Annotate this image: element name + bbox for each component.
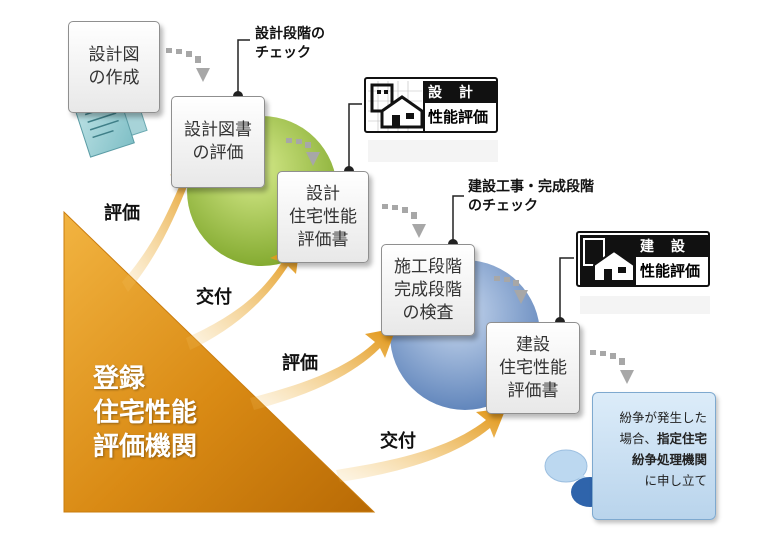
design-check-line2: チェック <box>255 45 311 61</box>
design-drawing-line1: 設計図 <box>88 45 140 65</box>
house-grid-icon <box>368 81 496 131</box>
dispute-resolution-box: 紛争が発生した 場合、指定住宅 紛争処理機関 に申し立て <box>592 392 716 520</box>
construction-check-line1: 建設工事・完成段階 <box>468 179 594 195</box>
construction-inspection-line2: 完成段階 <box>394 279 462 300</box>
design-report-line3: 評価書 <box>297 229 349 250</box>
design-report-line2: 住宅性能 <box>289 206 357 227</box>
delivery-label-2: 交付 <box>380 431 416 452</box>
construction-badge-top: 建 設 <box>640 239 691 255</box>
design-badge-top: 設 計 <box>428 85 479 101</box>
dispute-line3: 紛争処理機関 <box>631 452 707 467</box>
construction-inspection-line1: 施工段階 <box>394 256 462 277</box>
design-drawing-box: 設計図 の作成 <box>68 21 160 113</box>
design-evaluation-line1: 設計図書 <box>184 120 252 140</box>
design-check-line1: 設計段階の <box>255 26 325 42</box>
registry-line1: 登録 <box>93 364 146 394</box>
registry-line3: 評価機関 <box>93 432 198 462</box>
delivery-label-1: 交付 <box>196 287 232 308</box>
design-evaluation-line2: の評価 <box>192 143 244 163</box>
callout-lines <box>237 39 574 322</box>
construction-inspection-box: 施工段階 完成段階 の検査 <box>381 244 475 336</box>
dispute-line2b: 指定住宅 <box>656 431 707 446</box>
evaluation-label-1: 評価 <box>104 203 140 224</box>
registry-organization-label: 登録 住宅性能 評価機関 <box>93 362 197 464</box>
registry-line2: 住宅性能 <box>93 398 198 428</box>
construction-report-line1: 建設 <box>516 334 550 355</box>
design-report-box: 設計 住宅性能 評価書 <box>277 171 369 263</box>
construction-report-line3: 評価書 <box>507 380 559 401</box>
design-drawing-line2: の作成 <box>88 68 140 88</box>
construction-performance-badge: 建 設 性能評価 <box>576 231 710 287</box>
construction-report-line2: 住宅性能 <box>499 357 567 378</box>
construction-check-callout: 建設工事・完成段階 のチェック <box>468 178 594 216</box>
construction-report-box: 建設 住宅性能 評価書 <box>486 322 580 414</box>
construction-inspection-line3: の検査 <box>402 302 454 323</box>
dispute-line2a: 場合、 <box>619 431 657 446</box>
design-badge-bottom: 性能評価 <box>428 108 489 126</box>
progress-arrows <box>166 48 634 384</box>
house-grid-icon <box>580 235 708 285</box>
evaluation-label-2: 評価 <box>282 353 318 374</box>
construction-check-line2: のチェック <box>468 198 538 214</box>
dispute-line1: 紛争が発生した <box>619 410 707 425</box>
design-evaluation-box: 設計図書 の評価 <box>171 96 265 188</box>
dispute-line4: に申し立て <box>644 473 707 488</box>
design-check-callout: 設計段階の チェック <box>255 25 325 63</box>
design-performance-badge: 設 計 性能評価 <box>364 77 498 133</box>
design-report-line1: 設計 <box>306 183 340 204</box>
construction-badge-bottom: 性能評価 <box>640 262 701 280</box>
registry-triangle <box>63 210 376 513</box>
dispute-line2: 場合、指定住宅 <box>593 428 707 449</box>
